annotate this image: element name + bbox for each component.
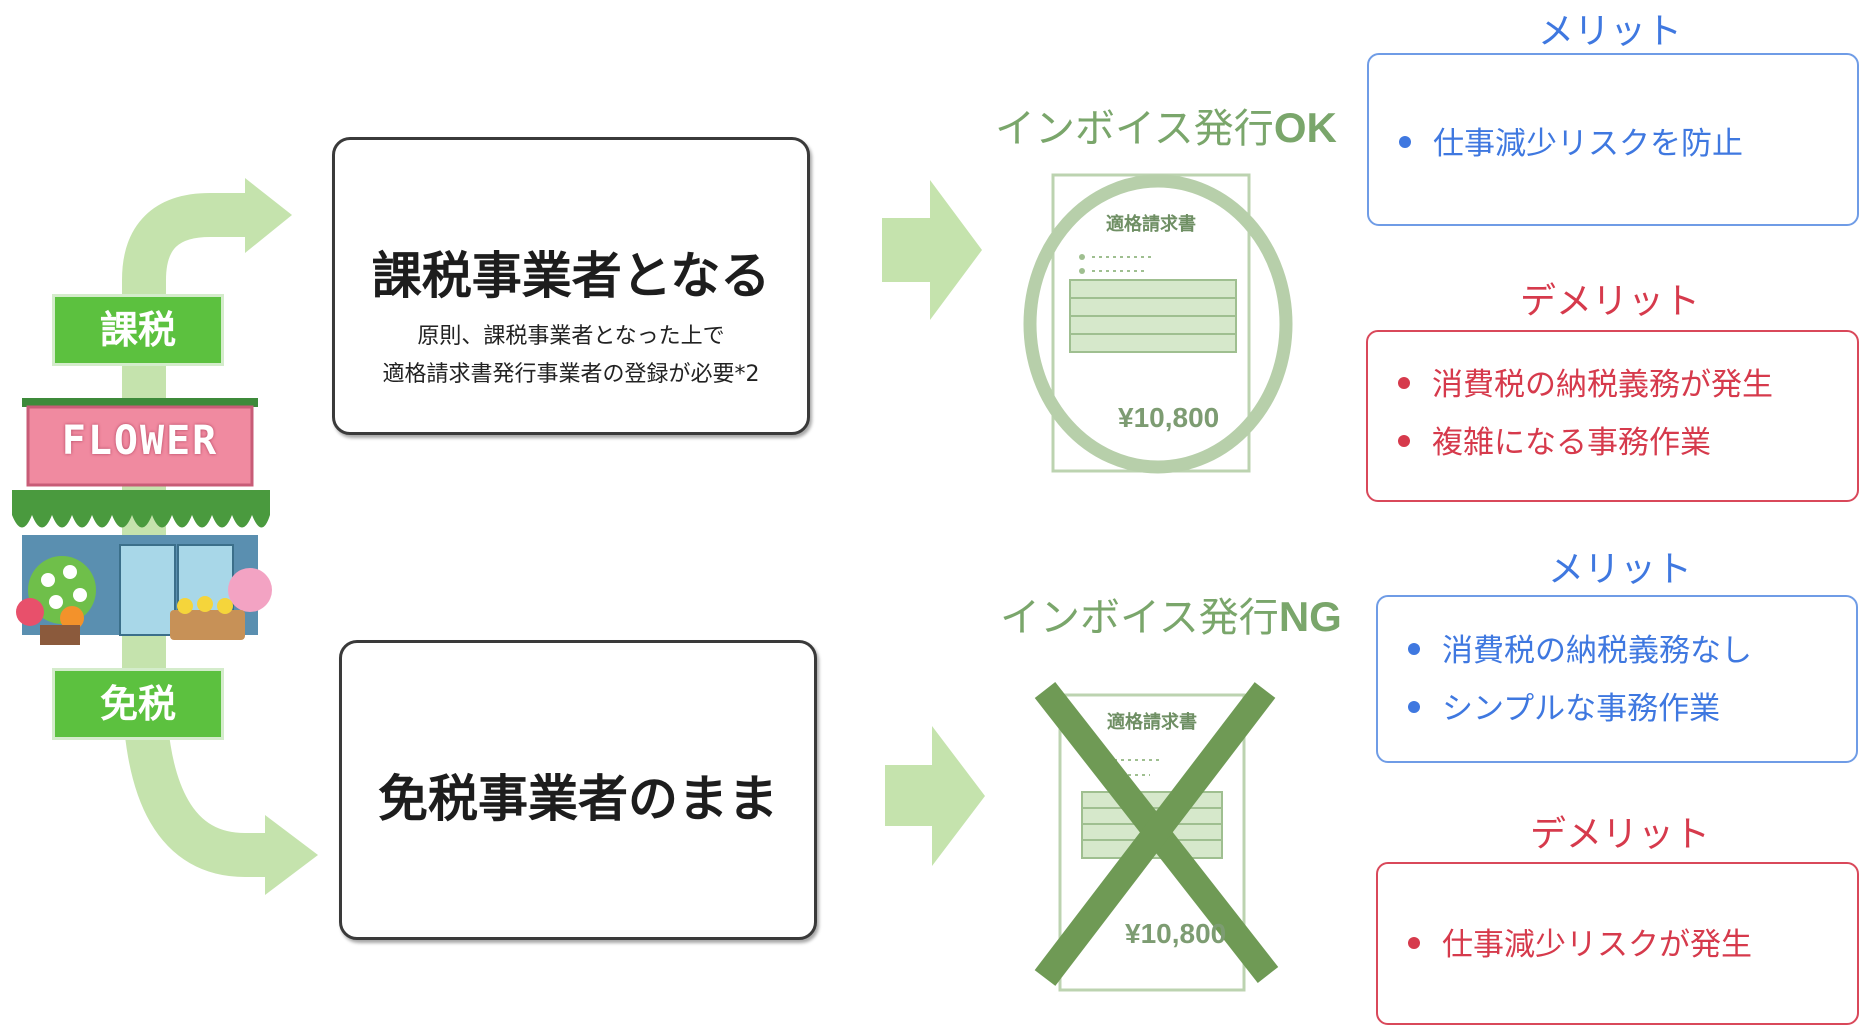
bullet-icon (1408, 642, 1420, 655)
exempt-option-title: 免税事業者のまま (378, 770, 778, 828)
exempt-merit-list: 消費税の納税義務なし シンプルな事務作業 (1408, 622, 1752, 738)
exempt-demerit-list: 仕事減少リスクが発生 (1408, 916, 1752, 974)
invoice-ok-status: OK (1273, 104, 1337, 151)
taxable-option-box: 課税事業者となる 原則、課税事業者となった上で 適格請求書発行事業者の登録が必要… (332, 137, 810, 435)
invoice-ng-label: インボイス発行NG (1000, 585, 1342, 643)
taxable-merit-pane: 仕事減少リスクを防止 (1367, 53, 1859, 226)
invoice-ok-label-text: インボイス発行 (995, 106, 1274, 152)
invoice-ng-label-text: インボイス発行 (1000, 595, 1279, 641)
list-item: シンプルな事務作業 (1408, 680, 1752, 738)
bullet-icon (1408, 936, 1420, 949)
demerit-text: 複雑になる事務作業 (1432, 425, 1711, 461)
invoice-ng-doc-title: 適格請求書 (1107, 712, 1197, 733)
exempt-merit-heading: メリット (1547, 549, 1692, 590)
taxable-option-desc-line-1: 原則、課税事業者となった上で (417, 324, 725, 349)
exempt-demerit-pane: 仕事減少リスクが発生 (1376, 862, 1859, 1025)
taxable-demerit-pane: 消費税の納税義務が発生 複雑になる事務作業 (1366, 330, 1859, 502)
merit-text: 仕事減少リスクを防止 (1433, 126, 1743, 162)
invoice-ng-status: NG (1278, 593, 1342, 640)
taxable-demerit-heading: デメリット (1519, 281, 1700, 322)
bullet-icon (1398, 434, 1410, 447)
invoice-ng-doc-amount: ¥10,800 (1125, 918, 1227, 949)
invoice-ok-graphic (1023, 173, 1293, 474)
bullet-icon (1399, 135, 1411, 148)
lower-arrowhead (265, 815, 318, 895)
list-item: 仕事減少リスクを防止 (1399, 115, 1743, 173)
bullet-icon (1408, 700, 1420, 713)
lower-block-arrow (885, 726, 985, 866)
flower-shop-illustration (12, 398, 272, 645)
merit-text: シンプルな事務作業 (1442, 691, 1721, 727)
exempt-tag: 免税 (52, 668, 224, 740)
invoice-ok-doc-title: 適格請求書 (1106, 214, 1196, 235)
bullet-icon (1398, 376, 1410, 389)
upper-block-arrow (882, 180, 982, 320)
taxable-option-desc-line-2: 適格請求書発行事業者の登録が必要*2 (382, 362, 760, 387)
list-item: 消費税の納税義務なし (1408, 622, 1752, 680)
demerit-text: 仕事減少リスクが発生 (1442, 927, 1752, 963)
upper-arrowhead (245, 178, 292, 253)
demerit-text: 消費税の納税義務が発生 (1432, 367, 1773, 403)
taxable-option-title: 課税事業者となる (371, 247, 771, 305)
exempt-demerit-heading: デメリット (1529, 814, 1710, 855)
taxable-tag: 課税 (52, 294, 224, 366)
invoice-ok-doc-amount: ¥10,800 (1118, 402, 1220, 433)
list-item: 仕事減少リスクが発生 (1408, 916, 1752, 974)
merit-text: 消費税の納税義務なし (1442, 633, 1752, 669)
list-item: 消費税の納税義務が発生 (1398, 356, 1773, 414)
exempt-merit-pane: 消費税の納税義務なし シンプルな事務作業 (1376, 595, 1858, 763)
shop-sign-text: FLOWER (61, 418, 219, 464)
invoice-ng-graphic (1034, 681, 1279, 992)
invoice-ok-label: インボイス発行OK (995, 96, 1337, 154)
exempt-option-box: 免税事業者のまま (339, 640, 817, 940)
list-item: 複雑になる事務作業 (1398, 414, 1773, 472)
taxable-demerit-list: 消費税の納税義務が発生 複雑になる事務作業 (1398, 356, 1773, 472)
taxable-merit-list: 仕事減少リスクを防止 (1399, 115, 1743, 173)
taxable-merit-heading: メリット (1537, 11, 1682, 52)
